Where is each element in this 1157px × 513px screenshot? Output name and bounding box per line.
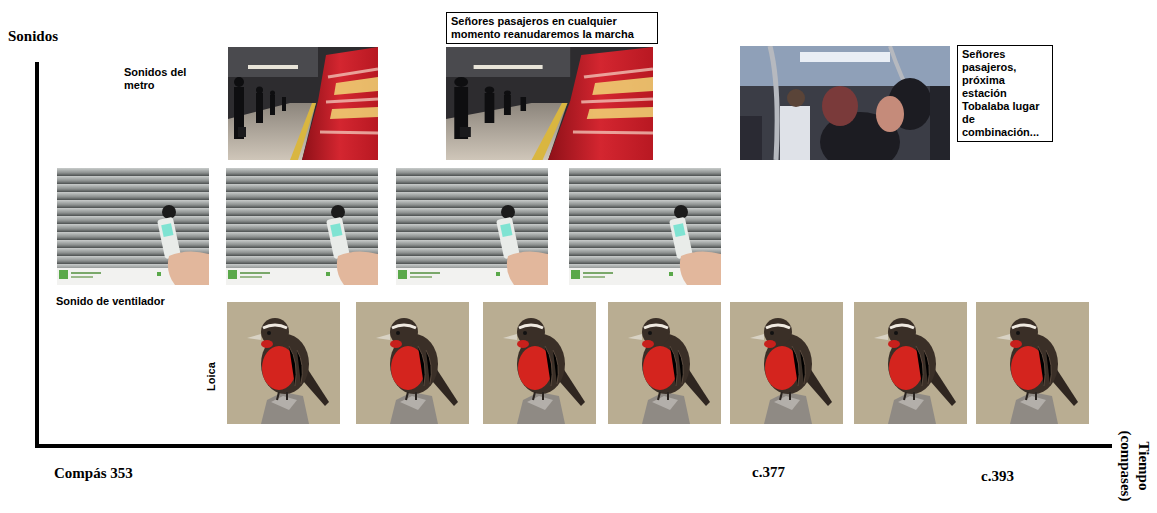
announcement-text: Señores pasajeros en cualquier momento r… <box>451 15 653 41</box>
row-label: Loica <box>205 351 218 401</box>
announcement-box: Señores pasajeros, próxima estación Toba… <box>957 45 1053 142</box>
row-label: Sonidos del metro <box>124 66 206 92</box>
axis-title: Tiempo (compases) <box>1117 420 1153 512</box>
x-axis <box>35 444 1112 448</box>
axis-title: Sonidos <box>8 27 108 45</box>
row-label: Sonido de ventilador <box>56 295 226 308</box>
announcement-box: Señores pasajeros en cualquier momento r… <box>446 12 658 44</box>
measure-label: c.393 <box>981 467 1051 485</box>
y-axis <box>35 62 39 448</box>
announcement-text: Señores pasajeros, próxima estación Toba… <box>962 48 1048 139</box>
measure-label: Compás 353 <box>54 464 184 482</box>
measure-label: c.377 <box>752 463 822 481</box>
